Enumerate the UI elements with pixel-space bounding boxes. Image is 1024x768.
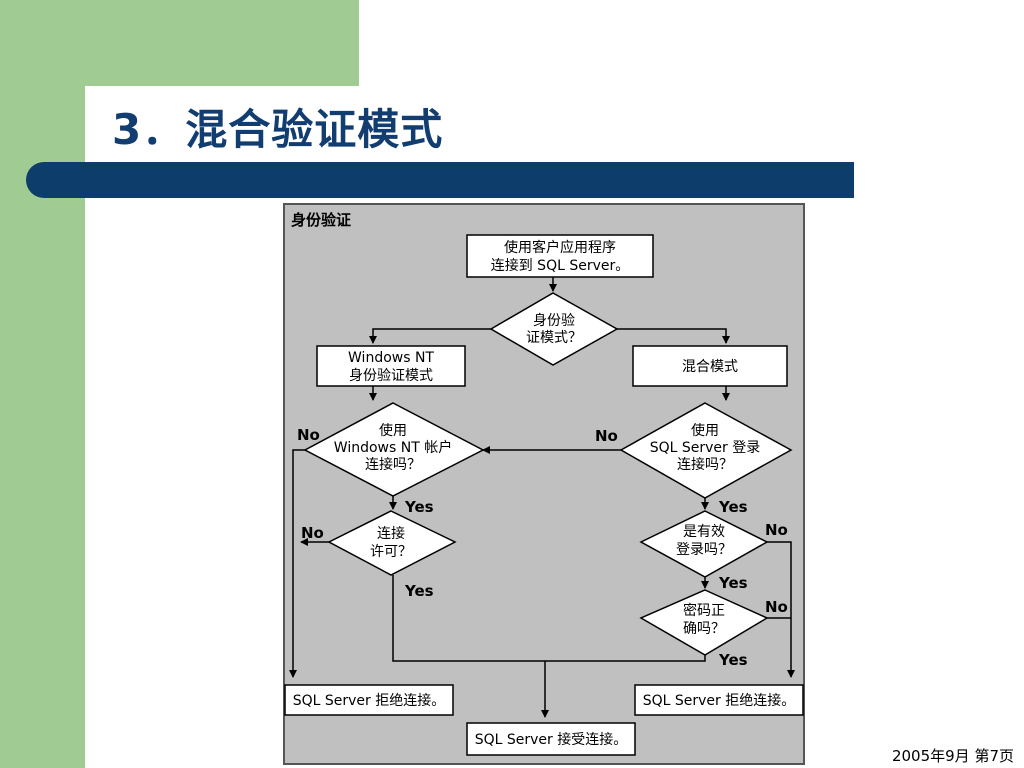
start-box-line-2: 连接到 SQL Server。 (491, 257, 630, 274)
title-underline-bar (26, 162, 854, 198)
use-sql-login-line-1: 使用 (691, 422, 719, 439)
slide-title: 3．混合验证模式 (112, 105, 444, 154)
start-box: 使用客户应用程序 连接到 SQL Server。 (466, 234, 654, 278)
auth-mode-decision: 身份验 证模式？ (489, 292, 619, 366)
label-yes-nt: Yes (404, 498, 434, 516)
use-nt-account-line-3: 连接吗？ (365, 456, 421, 473)
connect-allowed-line-1: 连接 (377, 525, 405, 542)
windows-nt-mode-box: Windows NT 身份验证模式 (316, 345, 466, 387)
label-no-sql: No (595, 427, 618, 445)
password-correct-line-1: 密码正 (683, 602, 725, 619)
valid-login-line-1: 是有效 (683, 524, 725, 540)
use-sql-login-line-2: SQL Server 登录 (650, 440, 761, 456)
label-no-valid: No (765, 521, 788, 539)
label-yes-sql: Yes (718, 498, 748, 516)
connect-allowed-line-2: 许可？ (370, 544, 412, 560)
start-box-line-1: 使用客户应用程序 (504, 239, 616, 256)
label-yes-valid: Yes (718, 574, 748, 592)
green-top-block (85, 0, 359, 86)
mixed-mode-label: 混合模式 (682, 359, 738, 375)
valid-login-decision: 是有效 登录吗？ (639, 510, 769, 578)
auth-mode-line-2: 证模式？ (526, 330, 582, 346)
accept-label: SQL Server 接受连接。 (475, 731, 628, 748)
connect-allowed-decision: 连接 许可？ (327, 510, 457, 576)
use-sql-login-decision: 使用 SQL Server 登录 连接吗？ (619, 402, 793, 499)
windows-nt-mode-line-1: Windows NT (348, 350, 434, 366)
valid-login-line-2: 登录吗？ (676, 542, 732, 558)
reject-right-box: SQL Server 拒绝连接。 (634, 684, 804, 716)
reject-left-box: SQL Server 拒绝连接。 (284, 684, 454, 716)
panel-title: 身份验证 (291, 211, 351, 229)
label-no-allowed: No (301, 524, 324, 542)
footer-date-page: 2005年9月 第7页 (891, 747, 1014, 765)
reject-left-label: SQL Server 拒绝连接。 (293, 692, 446, 709)
green-sidebar-strip (0, 0, 85, 768)
use-nt-account-line-2: Windows NT 帐户 (334, 439, 452, 456)
reject-right-label: SQL Server 拒绝连接。 (643, 692, 796, 709)
use-nt-account-decision: 使用 Windows NT 帐户 连接吗？ (303, 402, 485, 497)
auth-mode-line-1: 身份验 (533, 313, 575, 329)
label-yes-allowed: Yes (404, 582, 434, 600)
label-yes-password: Yes (718, 651, 748, 669)
password-correct-line-2: 确吗？ (683, 621, 725, 637)
authentication-flowchart: 使用客户应用程序 连接到 SQL Server。 身份验 证模式？ Window… (283, 203, 805, 765)
label-no-password: No (765, 598, 788, 616)
use-sql-login-line-3: 连接吗？ (677, 456, 733, 473)
label-no-nt: No (297, 426, 320, 444)
windows-nt-mode-line-2: 身份验证模式 (349, 368, 433, 384)
use-nt-account-line-1: 使用 (379, 422, 407, 439)
accept-box: SQL Server 接受连接。 (466, 722, 636, 756)
mixed-mode-box: 混合模式 (632, 345, 788, 387)
password-correct-decision: 密码正 确吗？ (639, 589, 769, 656)
